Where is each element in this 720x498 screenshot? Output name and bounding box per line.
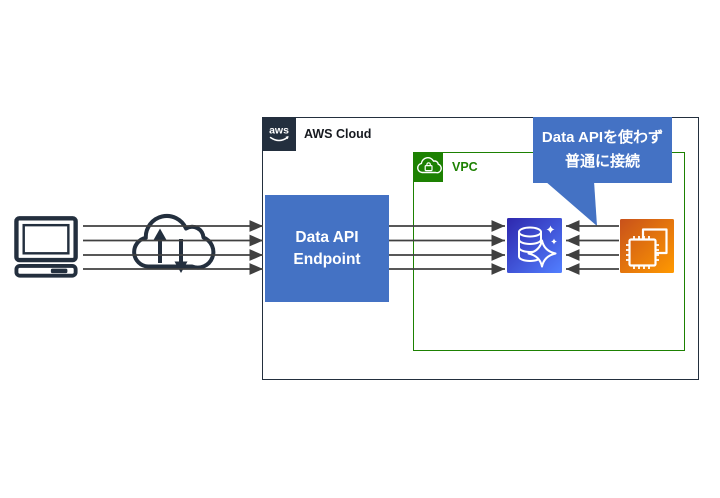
callout-bubble: Data APIを使わず 普通に接続 — [533, 117, 672, 183]
vpc-cloud-lock-icon — [413, 152, 443, 182]
computer-icon — [14, 215, 80, 279]
endpoint-label-line1: Data API — [295, 228, 359, 246]
callout-line2: 普通に接続 — [564, 153, 640, 170]
aws-logo-text: aws — [269, 125, 289, 137]
aurora-database-icon — [507, 218, 562, 273]
aws-logo-icon: aws — [262, 117, 296, 151]
callout-line1: Data APIを使わず — [541, 129, 664, 146]
vpc-label: VPC — [452, 160, 478, 174]
ec2-instance-icon — [620, 219, 674, 273]
endpoint-label-line2: Endpoint — [293, 250, 361, 268]
aws-cloud-container — [262, 117, 699, 380]
aws-cloud-label: AWS Cloud — [304, 127, 372, 141]
cloud-upload-download-icon — [124, 203, 216, 283]
data-api-endpoint-node: Data API Endpoint — [265, 195, 389, 302]
